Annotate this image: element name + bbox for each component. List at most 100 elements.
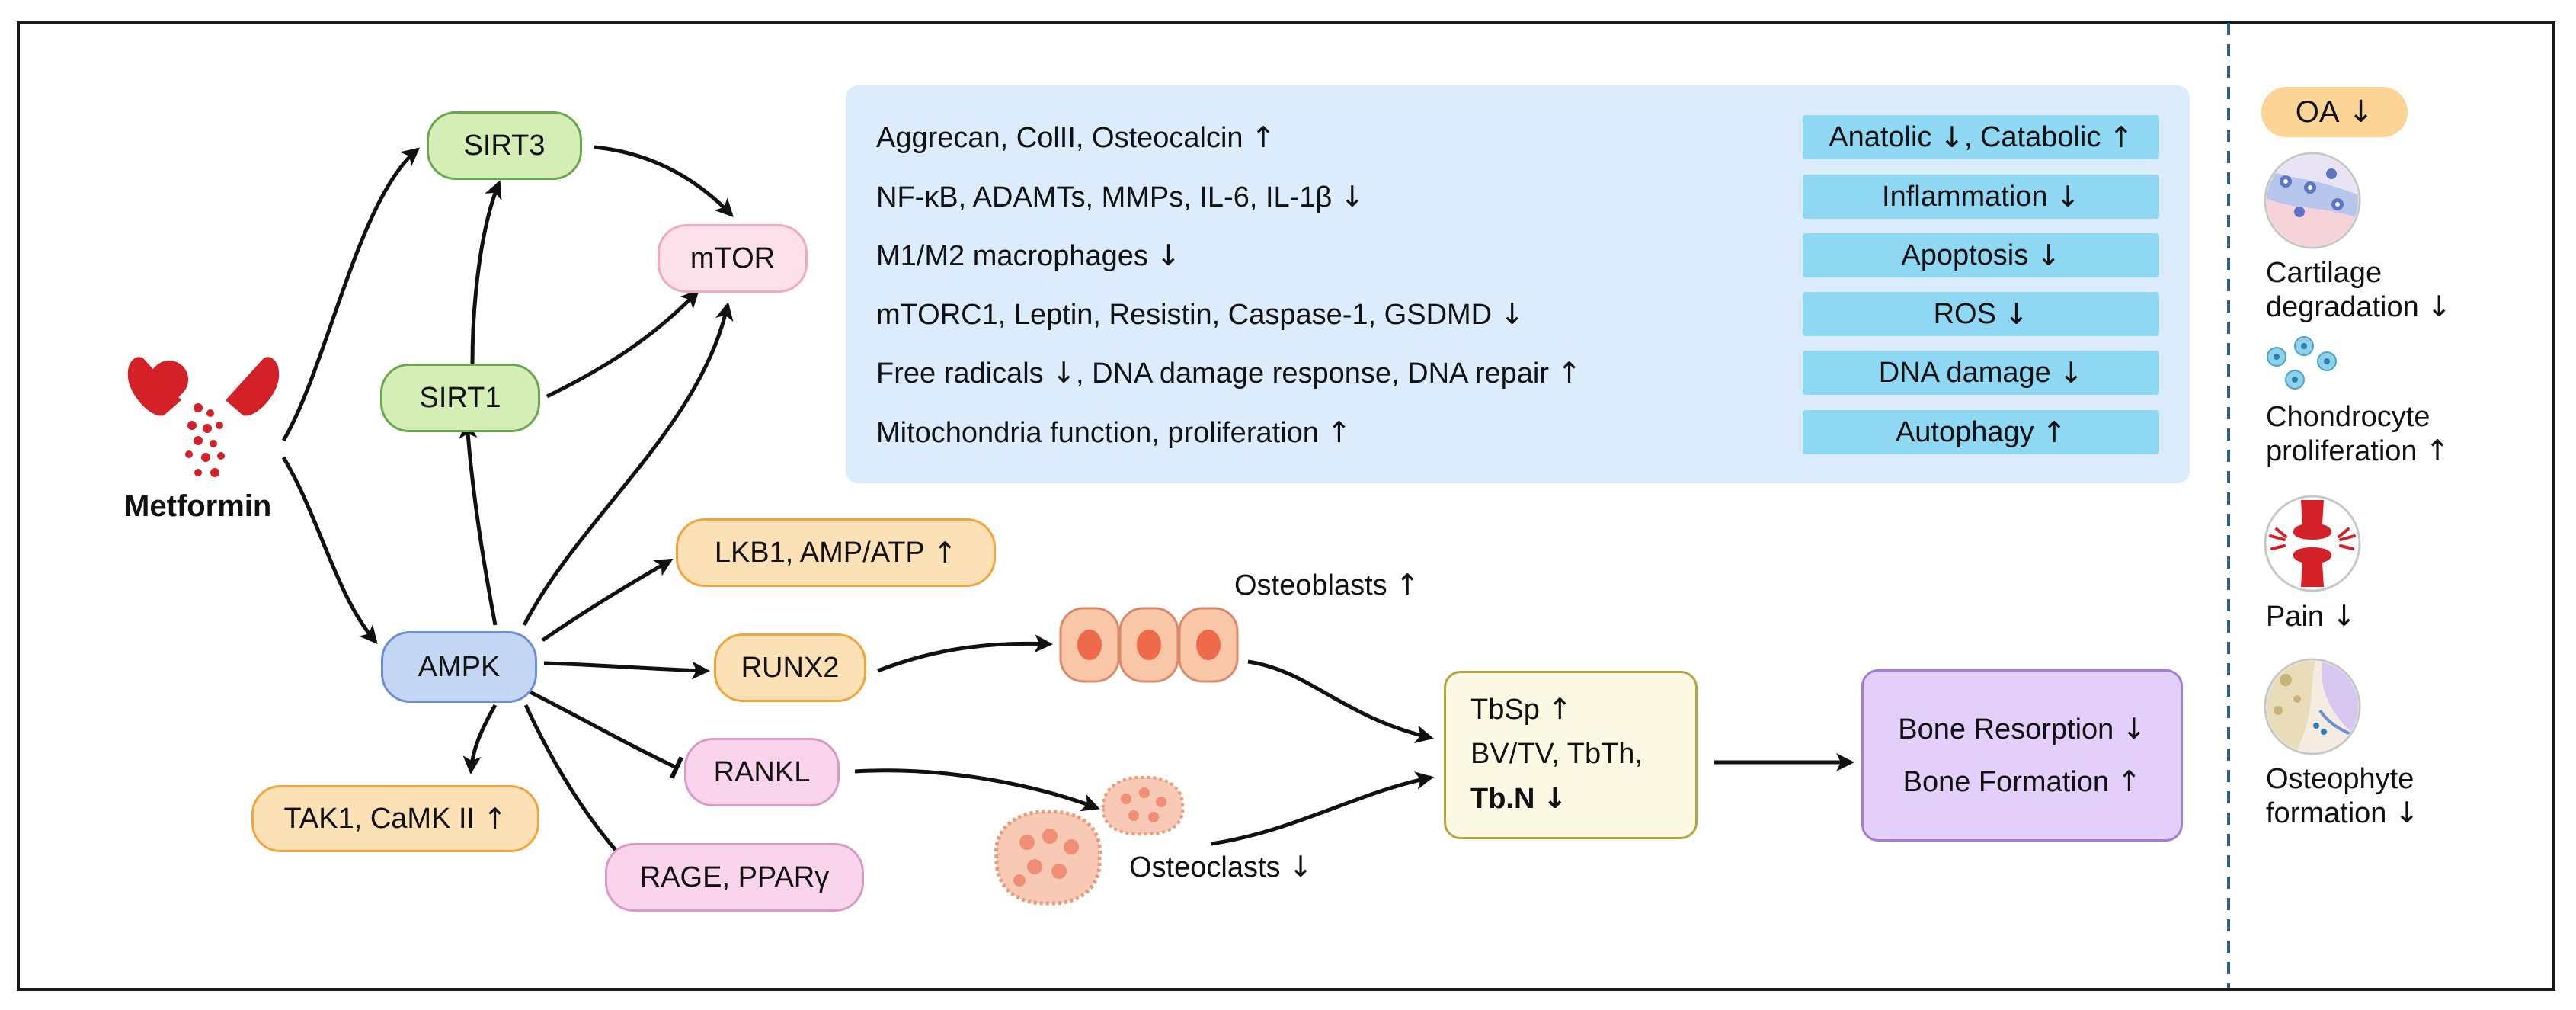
effect-row-3: Apoptosis ↓ <box>1803 233 2159 277</box>
cartilage-icon <box>2264 152 2361 249</box>
down-arrow-icon: ↓ <box>2059 356 2084 390</box>
cause-row-1: Aggrecan, ColII, Osteocalcin ↑ <box>876 120 1275 155</box>
arrow-ampk-lkb1 <box>541 558 674 643</box>
effect-row-4: ROS ↓ <box>1803 292 2159 336</box>
node-lkb1-label: LKB1, AMP/ATP <box>714 536 925 569</box>
up-arrow-icon: ↑ <box>482 802 507 835</box>
down-arrow-icon: ↓ <box>2427 290 2452 323</box>
chondrocyte-line-2-text: proliferation <box>2266 435 2418 467</box>
node-sirt1: SIRT1 <box>380 364 540 432</box>
osteoclasts-text: Osteoclasts <box>1129 851 1281 883</box>
up-arrow-icon: ↑ <box>1547 692 1573 726</box>
effect-row-1-label-b: , Catabolic <box>1963 120 2101 153</box>
osteophyte-line-2: formation ↓ <box>2266 796 2419 830</box>
cartilage-line-1: Cartilage <box>2266 257 2382 289</box>
down-arrow-icon: ↓ <box>1288 850 1313 883</box>
chondrocyte-line-2: proliferation ↑ <box>2266 434 2450 468</box>
arrow-runx2-osteoblasts <box>877 634 1053 673</box>
cause-row-5: Free radicals ↓, DNA damage response, DN… <box>876 356 1581 390</box>
up-arrow-icon: ↑ <box>933 536 958 569</box>
arrow-ampk-sirt1 <box>459 420 498 626</box>
effect-row-6-label: Autophagy <box>1895 415 2034 448</box>
bone-formation-text: Bone Formation <box>1902 766 2109 798</box>
pain-text: Pain <box>2266 601 2325 633</box>
cause-row-3: M1/M2 macrophages ↓ <box>876 239 1180 273</box>
cause-row-3-label: M1/M2 macrophages <box>876 240 1148 272</box>
arrow-rankl-osteoclasts <box>854 768 1100 812</box>
node-rage: RAGE, PPARγ <box>605 843 864 912</box>
effect-row-4-label: ROS <box>1933 297 1996 330</box>
arrow-ampk-tak1 <box>462 704 498 774</box>
tb-line-1-text: TbSp <box>1470 694 1540 726</box>
bone-resorption-text: Bone Resorption <box>1898 713 2114 745</box>
cartilage-line-2-text: degradation <box>2266 291 2419 323</box>
osteoclast-cell-large-icon <box>994 810 1102 906</box>
up-arrow-icon: ↑ <box>1557 356 1582 390</box>
osteophyte-line-1: Osteophyte <box>2266 763 2414 795</box>
osteoclast-cell-small-icon <box>1101 775 1185 836</box>
down-arrow-icon: ↓ <box>2121 712 2146 745</box>
down-arrow-icon: ↓ <box>2036 239 2061 272</box>
bone-resorption: Bone Resorption ↓ <box>1898 703 2146 755</box>
up-arrow-icon: ↑ <box>1251 120 1275 154</box>
chondrocyte-line-1: Chondrocyte <box>2266 401 2430 433</box>
osteophyte-icon <box>2264 658 2361 755</box>
node-rankl: RANKL <box>684 738 840 806</box>
tb-line-1: TbSp ↑ <box>1470 687 1695 732</box>
effect-row-6: Autophagy ↑ <box>1803 410 2159 454</box>
cause-row-1-label: Aggrecan, ColII, Osteocalcin <box>876 122 1243 154</box>
arrow-metformin-sirt3 <box>281 147 421 442</box>
down-arrow-icon: ↓ <box>1499 297 1525 331</box>
up-arrow-icon: ↑ <box>1326 415 1352 449</box>
tb-line-2: BV/TV, TbTh, <box>1470 738 1643 770</box>
node-mtor: mTOR <box>658 224 808 293</box>
up-arrow-icon: ↑ <box>2042 415 2067 449</box>
arrow-osteoclasts-tb <box>1211 771 1434 846</box>
osteoblasts-text: Osteoblasts <box>1234 569 1387 601</box>
arrow-ampk-mtor <box>522 302 734 627</box>
cause-row-2-label: NF-κB, ADAMTs, MMPs, IL-6, IL-1β <box>876 181 1333 213</box>
arrow-osteoblasts-tb <box>1247 659 1434 744</box>
cause-row-4-label: mTORC1, Leptin, Resistin, Caspase-1, GSD… <box>876 299 1493 331</box>
tb-line-3-text: Tb.N <box>1470 783 1535 815</box>
down-arrow-icon: ↓ <box>1339 180 1365 213</box>
bone-formation: Bone Formation ↑ <box>1903 755 2142 808</box>
cause-row-4: mTORC1, Leptin, Resistin, Caspase-1, GSD… <box>876 297 1525 332</box>
osteophyte-line-2-text: formation <box>2266 797 2387 829</box>
effect-row-5-label: DNA damage <box>1878 356 2051 389</box>
tb-line-3: Tb.N ↓ <box>1470 776 1695 821</box>
down-arrow-icon: ↓ <box>2347 95 2374 130</box>
up-arrow-icon: ↑ <box>1395 568 1420 601</box>
pill-capsule-icon <box>127 357 280 477</box>
arrow-sirt1-sirt3 <box>470 180 502 365</box>
down-arrow-icon: ↓ <box>1156 239 1181 272</box>
arrow-sirt3-mtor <box>594 145 734 217</box>
down-arrow-icon: ↓ <box>1543 781 1567 815</box>
up-arrow-icon: ↑ <box>2108 120 2133 154</box>
arrow-ampk-runx2 <box>543 661 710 680</box>
inhibit-ampk-rankl <box>524 688 684 779</box>
up-arrow-icon: ↑ <box>2425 434 2450 467</box>
effect-row-1: Anatolic ↓, Catabolic ↑ <box>1803 115 2159 159</box>
trabecular-parameters-box: TbSp ↑ BV/TV, TbTh, Tb.N ↓ <box>1444 671 1698 839</box>
up-arrow-icon: ↑ <box>2117 765 2142 798</box>
osteoclasts-label: Osteoclasts ↓ <box>1129 850 1313 884</box>
node-runx2: RUNX2 <box>714 633 866 702</box>
down-arrow-icon: ↓ <box>2004 297 2029 331</box>
node-lkb1: LKB1, AMP/ATP ↑ <box>676 518 996 587</box>
cartilage-line-2: degradation ↓ <box>2266 290 2451 324</box>
down-arrow-icon: ↓ <box>2331 599 2357 633</box>
metformin-label: Metformin <box>124 489 272 523</box>
oa-badge: OA ↓ <box>2261 87 2408 137</box>
cause-row-2: NF-κB, ADAMTs, MMPs, IL-6, IL-1β ↓ <box>876 180 1365 214</box>
effect-row-2: Inflammation ↓ <box>1803 175 2159 219</box>
node-sirt3: SIRT3 <box>427 111 582 180</box>
joint-pain-icon <box>2264 495 2361 592</box>
osteoblasts-label: Osteoblasts ↑ <box>1234 568 1419 602</box>
chondrocyte-cells-icon <box>2267 336 2337 390</box>
effect-row-1-label-a: Anatolic <box>1829 120 1932 153</box>
oa-text: OA <box>2295 95 2340 129</box>
